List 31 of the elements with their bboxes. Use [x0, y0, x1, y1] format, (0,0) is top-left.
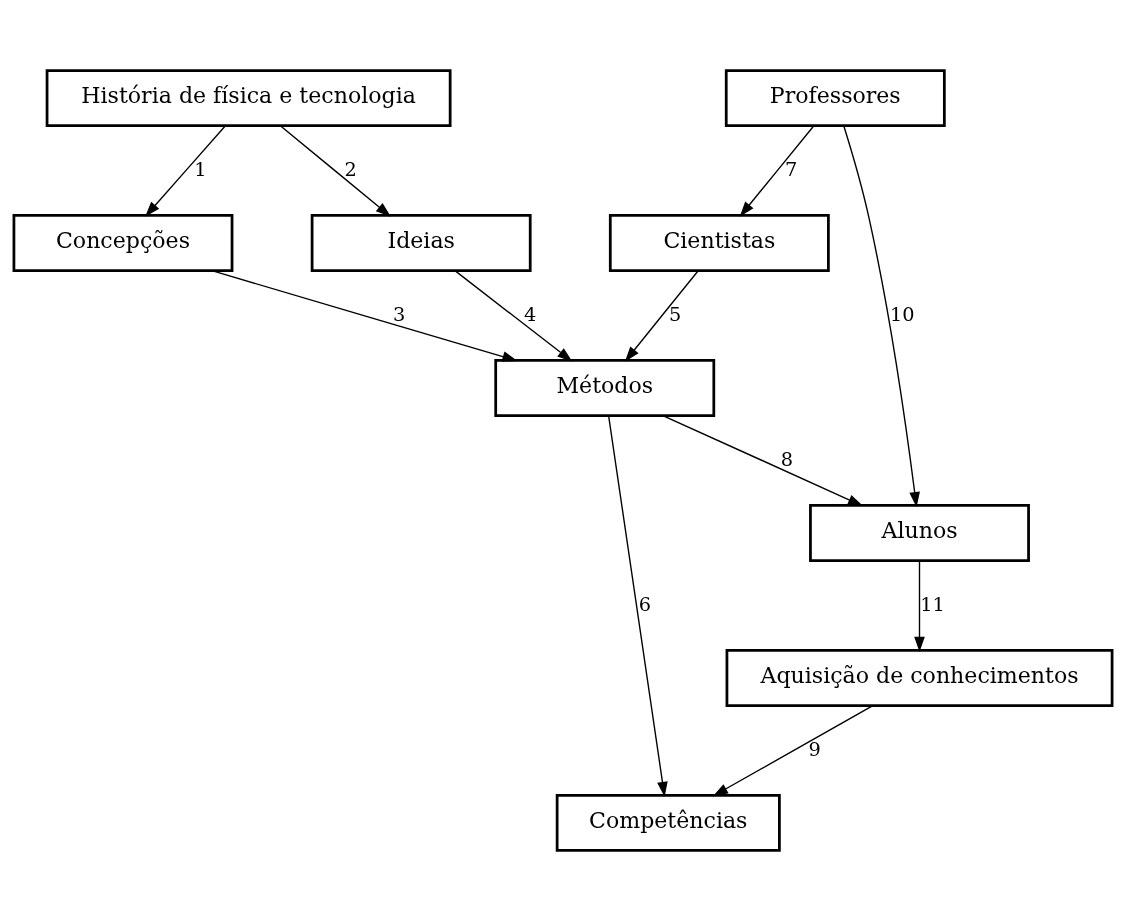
edge-label: 2 [344, 157, 357, 181]
node-box: Alunos [809, 504, 1030, 562]
arrow [454, 270, 573, 362]
edge-label: 5 [669, 302, 682, 326]
node-box: História de física e tecnologia [45, 69, 452, 128]
edge-label: 3 [392, 302, 406, 326]
arrow [914, 560, 925, 652]
node-box: Competências [555, 793, 781, 852]
arrow [843, 125, 920, 508]
edge-label: 6 [638, 592, 651, 616]
arrow [624, 270, 699, 362]
edge-label: 4 [524, 302, 537, 326]
node-box: Cientistas [608, 214, 830, 273]
node-box: Concepções [12, 214, 234, 273]
edge-label: 8 [780, 447, 794, 471]
node-box: Aquisição de conhecimentos [725, 648, 1114, 707]
arrow [279, 125, 391, 217]
edge-label: 1 [194, 157, 207, 181]
edge-label: 10 [889, 302, 915, 326]
edge-label: 7 [784, 157, 798, 181]
edge-label: 9 [808, 737, 821, 761]
arrow [662, 414, 864, 507]
edge-label: 11 [920, 592, 945, 616]
arrow [607, 415, 668, 797]
node-box: Professores [724, 69, 946, 128]
arrow [739, 125, 815, 217]
node-box: Métodos [494, 359, 716, 417]
arrow [145, 125, 226, 217]
node-box: Ideias [310, 214, 532, 273]
arrow [211, 270, 518, 362]
arrow [712, 705, 874, 797]
